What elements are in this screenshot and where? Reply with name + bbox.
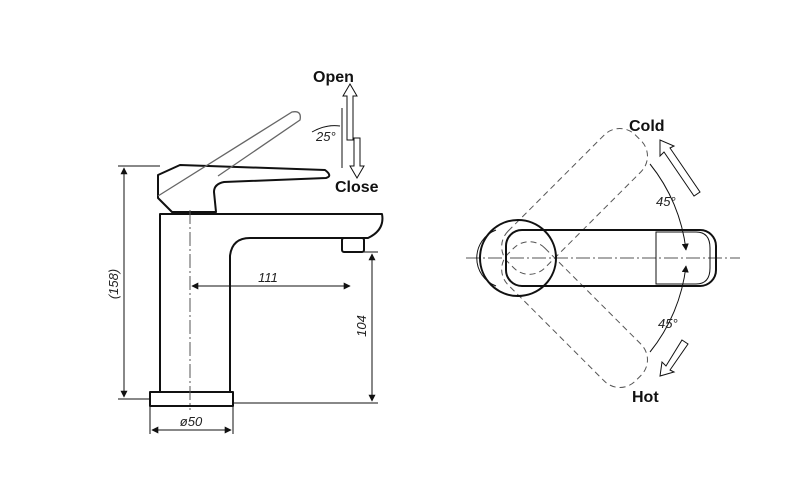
lever-top-view <box>505 229 717 287</box>
open-arrow-icon <box>342 83 358 141</box>
hot-angle-label: 45° <box>658 316 678 331</box>
spout-reach-label: 111 <box>258 270 278 285</box>
handle-lever-closed <box>157 164 331 213</box>
handle-lever-open <box>157 111 301 197</box>
side-view: (158) 111 104 ø50 25° Open Close <box>106 69 384 434</box>
faucet-body <box>159 213 384 393</box>
base-diameter-label: ø50 <box>180 414 203 429</box>
cold-label: Cold <box>629 118 665 135</box>
open-label: Open <box>313 69 354 86</box>
hot-label: Hot <box>632 389 659 406</box>
total-height-label: (158) <box>106 269 121 299</box>
top-view: 45° 45° Cold Hot <box>466 118 740 406</box>
top-base-circle <box>479 219 557 297</box>
cold-arrow-icon <box>659 139 701 197</box>
close-arrow-icon <box>349 137 365 179</box>
cold-angle-label: 45° <box>656 194 676 209</box>
close-label: Close <box>335 179 379 196</box>
lever-hot-position <box>501 241 648 388</box>
faucet-base <box>149 391 234 407</box>
cold-angle-arc <box>649 163 689 251</box>
spout-aerator <box>341 237 365 253</box>
spout-height-label: 104 <box>354 315 369 337</box>
lever-cold-position <box>501 128 648 275</box>
hot-arrow-icon <box>659 339 689 377</box>
hot-angle-arc <box>649 265 689 353</box>
lever-angle-label: 25° <box>315 129 336 144</box>
